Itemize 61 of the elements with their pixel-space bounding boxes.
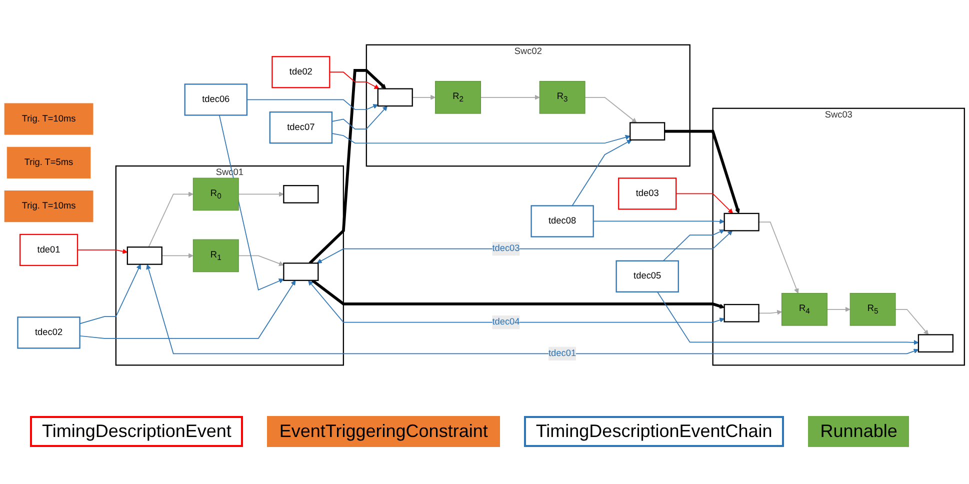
arrow [332,133,630,144]
node-box: tde01 [19,234,78,266]
node-box: R$_{1}$ [192,239,239,272]
node-box [283,185,319,204]
arrow [308,280,725,323]
node-box [724,212,760,232]
arrow [308,69,386,264]
arrow [316,230,733,264]
legend-item: EventTriggeringConstraint [267,416,500,447]
arrow [826,306,850,312]
node-box [630,122,666,141]
arrow [656,291,919,345]
node-box: Trig. T=10ms [4,190,94,222]
node-box: tdec07 [269,111,333,144]
arrow [329,72,380,89]
legend-item: TimingDescriptionEventChain [524,416,784,447]
arrow [676,193,734,214]
node-box: tdec06 [184,84,248,116]
node-box: tdec05 [616,260,679,292]
node-box: Trig. T=10ms [4,103,94,135]
arrow [77,248,128,254]
node-box [126,246,162,265]
legend-item: Runnable [808,416,910,447]
node-box: R$_{3}$ [539,80,586,114]
node-box: R$_{0}$ [192,178,239,211]
arrow [79,264,141,324]
arrow [246,99,378,110]
edge-label: tdec04 [492,317,520,327]
arrow [238,192,284,197]
arrow [584,96,637,123]
arrow [238,255,284,266]
arrow [895,308,929,335]
node-box [377,88,413,107]
arrow [664,130,740,214]
arrow [148,192,194,248]
arrow [79,280,296,339]
node-box [283,262,319,281]
node-box: R$_{5}$ [850,292,896,326]
node-box: tde02 [272,56,330,88]
node-box: R$_{4}$ [781,292,828,326]
node-box: tdec02 [17,316,80,349]
arrow [592,218,725,224]
node-box: tde03 [618,178,677,210]
edge-label: tdec03 [492,244,520,254]
arrow [662,229,725,262]
edge-label: tdec01 [548,348,576,358]
arrow [311,279,725,309]
legend-item: TimingDescriptionEvent [30,416,244,447]
arrow [146,264,919,354]
arrow [572,140,632,206]
node-box [918,334,954,353]
node-box: tdec08 [530,205,594,238]
arrow [161,253,194,258]
node-box [724,304,760,322]
arrow [332,106,388,130]
arrow [758,310,782,315]
node-box: Trig. T=5ms [6,146,91,178]
arrow [412,94,436,100]
node-box: R$_{2}$ [435,80,481,114]
arrow [480,94,540,100]
arrow [758,222,799,294]
